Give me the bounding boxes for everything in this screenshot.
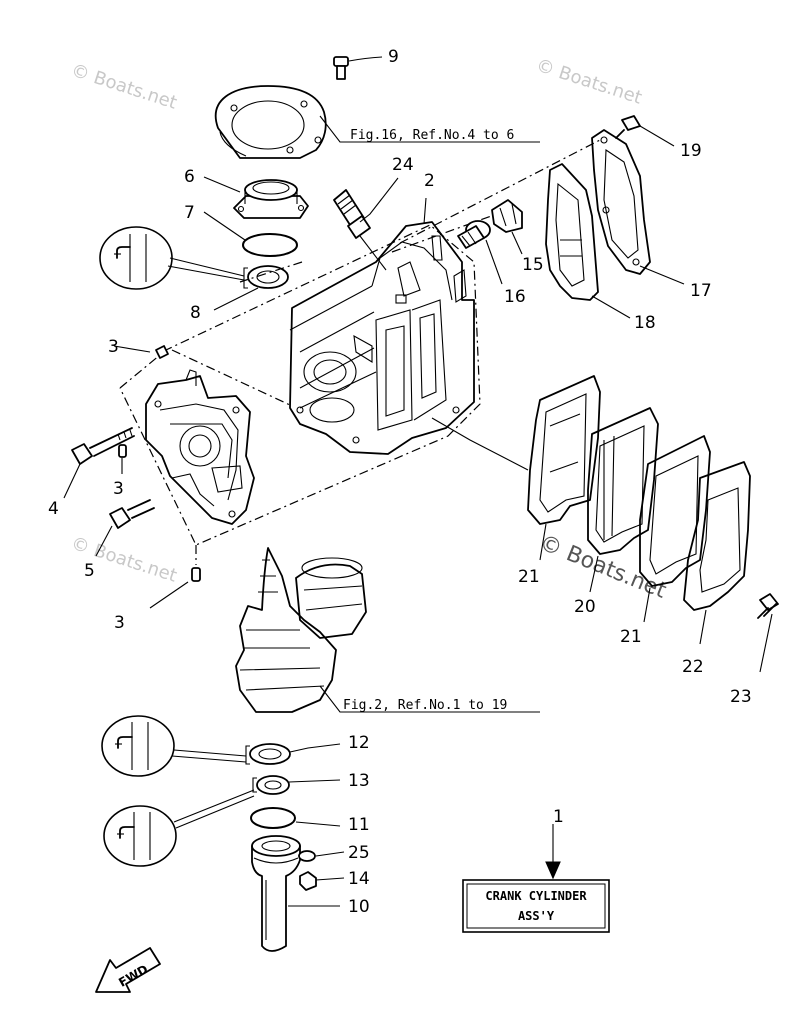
o-ring-11: [250, 807, 341, 829]
callout-19: 19: [680, 141, 702, 161]
callout-24: 24: [392, 155, 414, 175]
gasket-21: [527, 375, 601, 561]
gasket-20: [587, 407, 659, 593]
callout-6: 6: [184, 167, 195, 187]
callout-14: 14: [348, 869, 370, 889]
fig2-reference: Fig.2, Ref.No.1 to 19: [343, 698, 507, 713]
callout-25: 25: [348, 843, 370, 863]
callout-17: 17: [690, 281, 712, 301]
bolt-5: [95, 499, 155, 557]
callout-1: 1: [553, 807, 564, 827]
callout-20: 20: [574, 597, 596, 617]
callout-16: 16: [504, 287, 526, 307]
callout-2: 2: [424, 171, 435, 191]
bolt-23: [757, 593, 779, 673]
grease-tube-icon: [99, 226, 245, 290]
fitting-16: [457, 220, 503, 285]
grease-tube-icon: [101, 715, 247, 777]
fwd-label: FWD: [116, 962, 150, 990]
dowel-pin-3: [149, 567, 201, 609]
gasket-22: [683, 461, 751, 645]
callout-13: 13: [348, 771, 370, 791]
assembly-box-line1: CRANK CYLINDER: [485, 889, 587, 903]
fitting-15: [491, 199, 523, 255]
fwd-arrow-icon: FWD: [95, 947, 161, 993]
cylinder-half: [145, 369, 255, 525]
bolt-9: [333, 56, 383, 80]
callout-10: 10: [348, 897, 370, 917]
grease-tube-icon: [103, 789, 255, 867]
fig16-reference: Fig.16, Ref.No.4 to 6: [350, 128, 514, 143]
spark-plug-24: [333, 177, 399, 271]
callout-7: 7: [184, 203, 195, 223]
gasket-21: [639, 435, 711, 623]
callout-9: 9: [388, 47, 399, 67]
callout-15: 15: [522, 255, 544, 275]
callout-4: 4: [48, 499, 59, 519]
crankcase-2: [289, 197, 529, 471]
oil-seal-12: [245, 743, 341, 765]
assembly-box-line2: ASS'Y: [518, 909, 555, 923]
bearing-housing-6: [203, 176, 309, 219]
watermark: © Boats.net: [533, 55, 644, 109]
washer-25: [298, 850, 345, 862]
callout-3: 3: [114, 613, 125, 633]
bolt-19: [615, 115, 675, 147]
assembly-box: CRANK CYLINDER ASS'Y: [462, 824, 610, 933]
callout-3: 3: [113, 479, 124, 499]
callout-23: 23: [730, 687, 752, 707]
callout-8: 8: [190, 303, 201, 323]
callout-3: 3: [108, 337, 119, 357]
dowel-pin-3: [118, 444, 127, 474]
callout-12: 12: [348, 733, 370, 753]
callout-18: 18: [634, 313, 656, 333]
cover-plate: [215, 85, 540, 159]
cover-17: [591, 129, 685, 285]
gasket-18: [545, 163, 631, 319]
lower-unit-ref: [235, 547, 540, 713]
callout-22: 22: [682, 657, 704, 677]
callout-21: 21: [620, 627, 642, 647]
o-ring-7: [203, 211, 298, 257]
screw-14: [299, 871, 345, 891]
callout-5: 5: [84, 561, 95, 581]
tube-10: [251, 835, 340, 952]
bolt-4: [63, 427, 135, 499]
watermark: © Boats.net: [68, 60, 179, 114]
watermark: © Boats.net: [536, 530, 670, 604]
callout-11: 11: [348, 815, 370, 835]
callout-21: 21: [518, 567, 540, 587]
oil-seal-8: [213, 265, 289, 311]
bearing-13: [252, 775, 341, 795]
dowel-pin-3: [113, 345, 169, 359]
